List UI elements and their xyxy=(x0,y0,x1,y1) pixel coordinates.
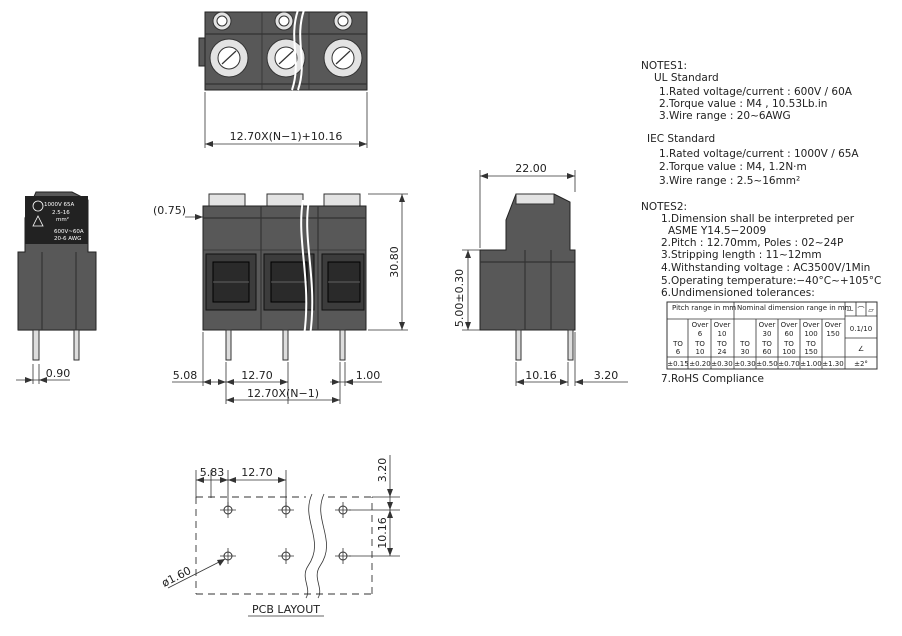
tolerance-value: ±0.15 xyxy=(667,360,688,368)
notes2-title: NOTES2: xyxy=(641,201,687,213)
notes2: NOTES2: 1.Dimension shall be interpreted… xyxy=(641,201,881,385)
straightness-symbol: — xyxy=(847,306,854,314)
tolerance-value: ±0.30 xyxy=(711,360,732,368)
top-view: 12.70X(N−1)+10.16 xyxy=(198,9,368,148)
front-slot xyxy=(205,253,365,311)
dim-pcb-top: 3.20 xyxy=(376,458,389,483)
side-label-4: 600V~60A xyxy=(54,229,84,235)
dim-right-height: 5.00±0.30 xyxy=(453,269,466,327)
flat-tolerance: 0.1/10 xyxy=(850,325,872,333)
pitch-cell: 10 xyxy=(696,348,705,356)
notes2-item: ASME Y14.5−2009 xyxy=(668,225,766,237)
notes1: NOTES1: UL Standard 1.Rated voltage/curr… xyxy=(641,60,859,187)
side-label-5: 20-6 AWG xyxy=(54,236,81,242)
tolerance-value: ±2° xyxy=(854,360,868,368)
nominal-cell: TO xyxy=(783,340,794,348)
nominal-cell: 60 xyxy=(763,348,772,356)
ce-mark-icon xyxy=(32,200,44,212)
nominal-cell: Over xyxy=(803,321,820,329)
nominal-cell: 150 xyxy=(826,330,839,338)
top-small-screw xyxy=(212,11,353,31)
tolerance-table: Pitch range in mm Nominal dimension rang… xyxy=(666,301,878,370)
notes2-item: 4.Withstanding voltage : AC3500V/1Min xyxy=(661,262,870,274)
dim-front-thickness: (0.75) xyxy=(153,204,186,217)
ul-item: 2.Torque value : M4 , 10.53Lb.in xyxy=(659,98,827,110)
pitch-cell: TO xyxy=(716,340,727,348)
nominal-cell: 100 xyxy=(804,330,817,338)
nominal-cell: 100 xyxy=(782,348,795,356)
dim-pcb-hole: ø1.60 xyxy=(160,564,194,590)
nominal-cell: TO xyxy=(805,340,816,348)
tolerance-value: ±0.30 xyxy=(734,360,755,368)
iec-title: IEC Standard xyxy=(647,133,715,145)
pitch-cell: TO xyxy=(672,340,683,348)
nominal-cell: 150 xyxy=(804,348,817,356)
ul-title: UL Standard xyxy=(654,72,719,84)
nominal-cell: 30 xyxy=(741,348,750,356)
nominal-cell: 30 xyxy=(763,330,772,338)
nominal-cell: Over xyxy=(825,321,842,329)
dim-front-pitch: 12.70 xyxy=(241,369,273,382)
pcb-layout: 5.83 12.70 3.20 10.16 ø1.60 PCB LAYOUT xyxy=(160,455,400,617)
notes2-item: 1.Dimension shall be interpreted per xyxy=(661,213,855,225)
notes2-last: 7.RoHS Compliance xyxy=(661,373,764,385)
nominal-cell: TO xyxy=(761,340,772,348)
ul-item: 1.Rated voltage/current : 600V / 60A xyxy=(659,86,853,98)
nominal-cell: 60 xyxy=(785,330,794,338)
dim-top-width: 12.70X(N−1)+10.16 xyxy=(230,130,343,143)
iec-item: 3.Wire range : 2.5~16mm² xyxy=(659,175,800,187)
dim-front-left: 5.08 xyxy=(173,369,198,382)
nominal-header: Nominal dimension range in mm xyxy=(737,304,852,312)
dim-front-pin: 1.00 xyxy=(356,369,381,382)
dim-pcb-left: 5.83 xyxy=(200,466,225,479)
tolerance-value: ±1.00 xyxy=(800,360,821,368)
dim-front-height: 30.80 xyxy=(388,246,401,278)
pitch-header: Pitch range in mm xyxy=(672,304,736,312)
nominal-cell: TO xyxy=(739,340,750,348)
warning-triangle-icon xyxy=(32,215,44,227)
notes2-item: 3.Stripping length : 11~12mm xyxy=(661,249,822,261)
right-view: 22.00 5.00±0.30 10.16 3.20 xyxy=(453,162,628,386)
dim-front-bottom: 12.70X(N−1) xyxy=(247,387,319,400)
pitch-cell: 6 xyxy=(698,330,703,338)
iec-item: 1.Rated voltage/current : 1000V / 65A xyxy=(659,148,859,160)
top-screw xyxy=(209,38,363,78)
pitch-cell: 6 xyxy=(676,348,681,356)
pitch-cell: Over xyxy=(692,321,709,329)
notes1-title: NOTES1: xyxy=(641,60,687,72)
dim-pcb-row: 10.16 xyxy=(376,517,389,549)
tolerance-value: ±1.30 xyxy=(822,360,843,368)
ul-item: 3.Wire range : 20~6AWG xyxy=(659,110,791,122)
notes2-item: 2.Pitch : 12.70mm, Poles : 02~24P xyxy=(661,237,843,249)
dim-side-pin: 0.90 xyxy=(46,367,71,380)
tolerance-value: ±0.20 xyxy=(689,360,710,368)
dim-pcb-pitch: 12.70 xyxy=(241,466,273,479)
pcb-layout-title: PCB LAYOUT xyxy=(252,603,320,616)
dim-right-pin-offset: 3.20 xyxy=(594,369,619,382)
dim-right-offset: 10.16 xyxy=(525,369,557,382)
profile-symbol: ⌒ xyxy=(858,306,865,314)
notes2-item: 5.Operating temperature:−40°C~+105°C xyxy=(661,275,881,287)
tolerance-value: ±0.70 xyxy=(778,360,799,368)
flatness-symbol: ▱ xyxy=(868,306,874,314)
pitch-cell: TO xyxy=(694,340,705,348)
notes2-item: 6.Undimensioned tolerances: xyxy=(661,287,815,299)
side-view: 1000V 65A 2.5-16 mm² 600V~60A 20-6 AWG 0… xyxy=(16,191,97,384)
pitch-cell: 10 xyxy=(718,330,727,338)
pitch-cell: 24 xyxy=(718,348,727,356)
angle-symbol: ∠ xyxy=(858,345,864,353)
nominal-cell: Over xyxy=(759,321,776,329)
dim-right-width: 22.00 xyxy=(515,162,547,175)
side-label-2: 2.5-16 xyxy=(52,210,70,216)
pcb-hole xyxy=(223,505,348,561)
side-label-1: 1000V 65A xyxy=(44,202,75,208)
pitch-cell: Over xyxy=(714,321,731,329)
tolerance-value: ±0.50 xyxy=(756,360,777,368)
iec-item: 2.Torque value : M4, 1.2N·m xyxy=(659,161,807,173)
front-view: (0.75) 30.80 5.08 12.70 1.00 12.70X(N−1) xyxy=(153,193,408,404)
nominal-cell: Over xyxy=(781,321,798,329)
side-label-3: mm² xyxy=(56,216,69,223)
